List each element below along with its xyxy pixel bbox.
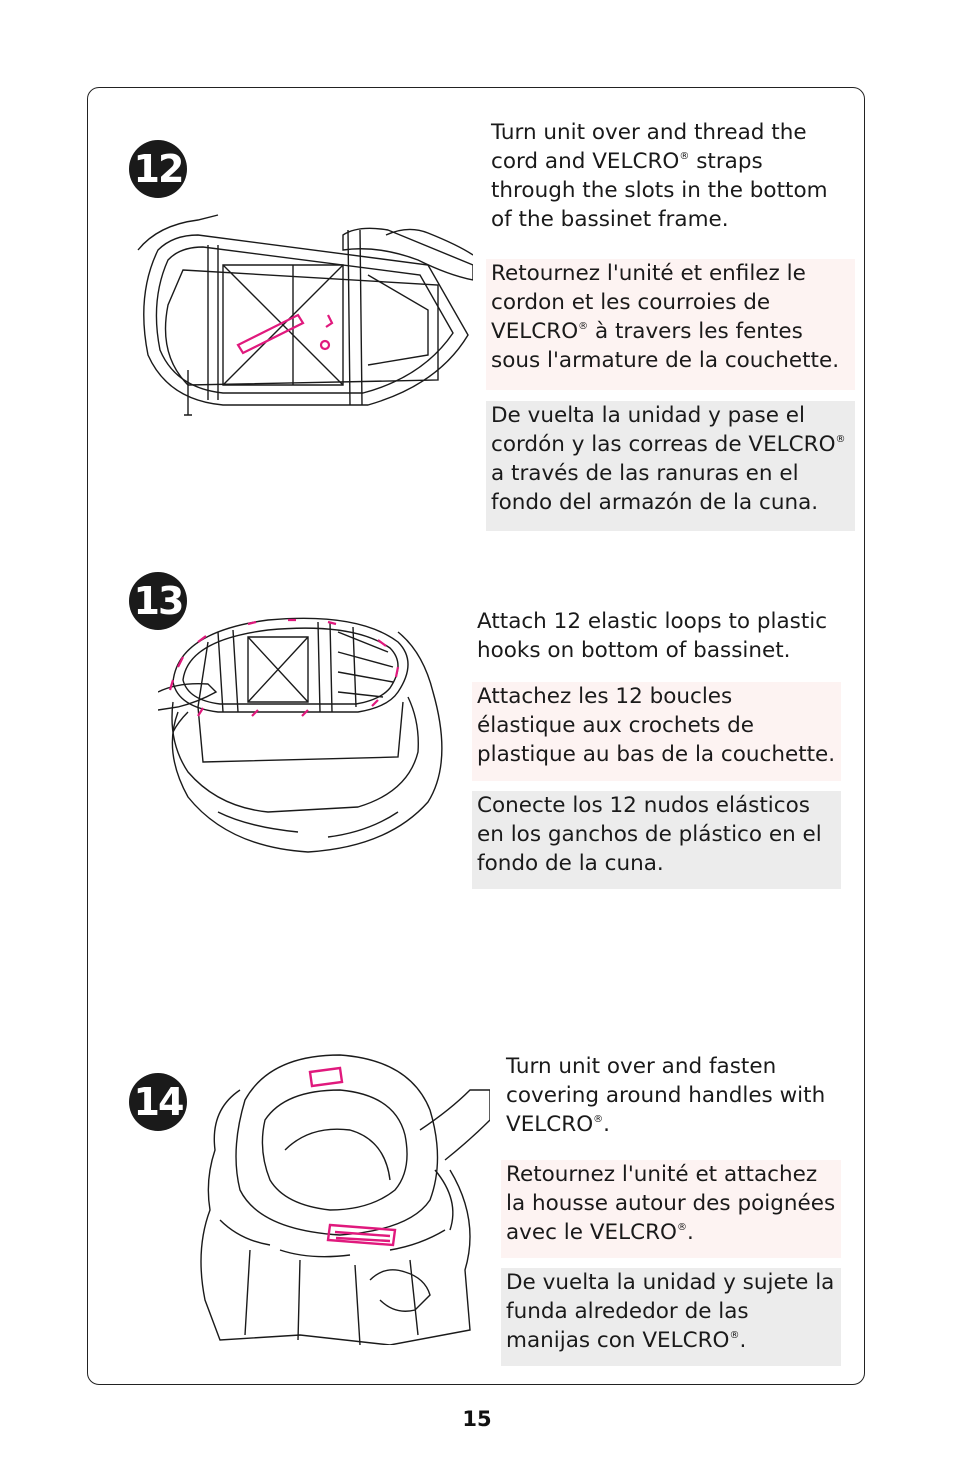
step-14-french: Retournez l'unité et attachez la housse … <box>501 1160 841 1258</box>
step-12-french: Retournez l'unité et enfilez le cordon e… <box>486 259 855 390</box>
step-12-spanish-text: De vuelta la unidad y pase el cordón y l… <box>491 403 836 457</box>
step-14-french-text: Retournez l'unité et attachez la housse … <box>506 1162 836 1245</box>
step-13-spanish-text: Conecte los 12 nudos elásticos en los ga… <box>477 793 822 876</box>
step-13-english: Attach 12 elastic loops to plastic hooks… <box>477 607 837 665</box>
step-12-english-text: Turn unit over and thread the cord and V… <box>491 120 807 174</box>
step-14-badge: 14 <box>129 1073 187 1131</box>
step-13-french: Attachez les 12 boucles élastique aux cr… <box>472 682 841 781</box>
step-14-english-text-after: . <box>603 1112 610 1137</box>
bassinet-underside-illustration <box>137 214 473 416</box>
instruction-panel <box>87 87 865 1385</box>
step-12-spanish: De vuelta la unidad y pase el cordón y l… <box>486 401 855 531</box>
registered-mark: ® <box>679 151 690 162</box>
step-14-english: Turn unit over and fasten covering aroun… <box>506 1052 846 1139</box>
step-12-spanish-text-after: a través de las ranuras en el fondo del … <box>491 461 819 515</box>
step-13-english-text: Attach 12 elastic loops to plastic hooks… <box>477 609 828 663</box>
step-14-spanish: De vuelta la unidad y sujete la funda al… <box>501 1268 841 1366</box>
step-14-english-text: Turn unit over and fasten covering aroun… <box>506 1054 826 1137</box>
step-13-badge: 13 <box>129 572 187 630</box>
step-12-english: Turn unit over and thread the cord and V… <box>491 118 851 234</box>
registered-mark: ® <box>593 1114 604 1125</box>
registered-mark: ® <box>835 434 846 445</box>
step-13-spanish: Conecte los 12 nudos elásticos en los ga… <box>472 791 841 889</box>
step-14-spanish-text-after: . <box>739 1328 747 1353</box>
registered-mark: ® <box>676 1222 687 1233</box>
registered-mark: ® <box>578 321 589 332</box>
step-12-french-text: Retournez l'unité et enfilez le cordon e… <box>491 261 806 344</box>
step-12-french-text-after: à travers les fentes sous l'armature de … <box>491 319 840 373</box>
registered-mark: ® <box>729 1330 740 1341</box>
bassinet-handle-velcro-illustration <box>200 1054 490 1345</box>
step-12-badge: 12 <box>129 140 187 198</box>
step-12-english-text-after: straps through the slots in the bottom o… <box>491 149 828 232</box>
step-14-spanish-text: De vuelta la unidad y sujete la funda al… <box>506 1270 835 1353</box>
step-14-french-text-after: . <box>686 1220 694 1245</box>
step-13-french-text: Attachez les 12 boucles élastique aux cr… <box>477 684 836 767</box>
bassinet-elastic-loops-illustration <box>158 617 443 853</box>
page-number: 15 <box>462 1407 492 1431</box>
